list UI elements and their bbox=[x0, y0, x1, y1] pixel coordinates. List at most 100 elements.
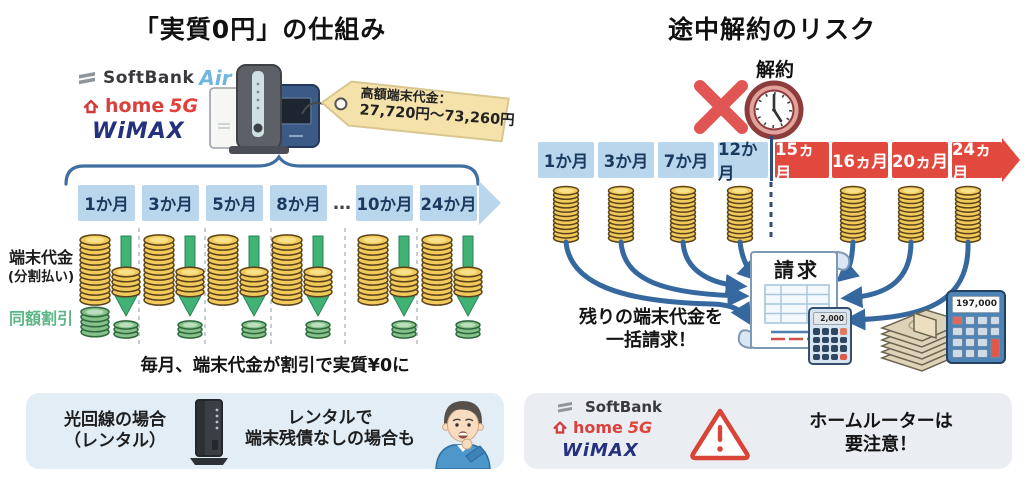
timeline-month-cell: 12か月 bbox=[718, 140, 768, 183]
timeline-month-cell: 8か月 bbox=[270, 185, 327, 221]
claim-line1: 残りの端末代金を bbox=[579, 307, 723, 328]
timeline-arrowhead-red bbox=[1002, 138, 1020, 182]
fiveg-wordmark: 5G bbox=[169, 95, 199, 117]
air-wordmark: Air bbox=[199, 66, 232, 90]
remaining-coins bbox=[552, 185, 982, 243]
money-stack-icon bbox=[879, 309, 969, 372]
coin-stack-green bbox=[80, 306, 110, 338]
coin-stack bbox=[897, 185, 925, 243]
fiber-case-line2: （レンタル） bbox=[64, 431, 166, 451]
coin-stack-green-small bbox=[455, 320, 481, 339]
home-icon bbox=[83, 99, 99, 113]
timeline-month-cell: 15ヵ月 bbox=[775, 140, 829, 183]
softbank-bars-icon bbox=[79, 72, 95, 85]
coin-stack bbox=[954, 185, 982, 243]
timeline-month-cell: 24ヵ月 bbox=[952, 140, 1002, 183]
coin-stack-short bbox=[111, 266, 141, 298]
warning-icon bbox=[690, 408, 750, 461]
onu-device-icon bbox=[190, 399, 228, 465]
right-panel-title: 途中解約のリスク bbox=[667, 15, 876, 44]
coin-stack bbox=[552, 185, 580, 243]
timeline-month-cell: 1か月 bbox=[78, 185, 135, 221]
fiber-case-line1: 光回線の場合 bbox=[64, 410, 166, 430]
router-cluster-icon bbox=[209, 64, 320, 154]
rental-note-line1: レンタルで bbox=[287, 408, 373, 428]
invoice-title: 請求 bbox=[774, 258, 820, 282]
calculator-small-screen: 2,000 bbox=[813, 312, 847, 325]
softbank-bars-icon bbox=[558, 402, 572, 413]
fiveg-wordmark: 5G bbox=[627, 418, 653, 437]
wimax-logo-small: WiMAX bbox=[562, 440, 639, 461]
coin-stack-short bbox=[239, 266, 269, 298]
calculator-small-keys bbox=[813, 328, 847, 360]
timeline-month-cell: 20ヵ月 bbox=[892, 142, 948, 178]
timeline-ellipsis: … bbox=[333, 193, 351, 214]
coin-stack-green-small bbox=[305, 320, 331, 339]
home5g-logo: home 5G bbox=[82, 95, 198, 117]
coin-stack-short bbox=[303, 266, 333, 298]
coin-stack-green-small bbox=[391, 320, 417, 339]
claim-line2: 一括請求！ bbox=[606, 330, 696, 351]
clock-icon bbox=[744, 80, 804, 140]
warning-line2: 要注意！ bbox=[845, 434, 917, 455]
installment-coins bbox=[79, 228, 483, 346]
left-note-box bbox=[26, 393, 504, 469]
coin-stack-green-small bbox=[113, 320, 139, 339]
left-caption: 毎月、端末代金が割引で実質¥0に bbox=[140, 356, 410, 376]
coin-stack-short bbox=[453, 266, 483, 298]
timeline-month-cell: 3か月 bbox=[142, 185, 199, 221]
coin-stack bbox=[839, 185, 867, 243]
wimax-wordmark: WiMAX bbox=[562, 440, 639, 461]
softbank-air-logo: SoftBank Air bbox=[76, 66, 232, 90]
timeline-month-cell: 1か月 bbox=[538, 142, 594, 178]
calculator-large-icon: 197,000 bbox=[946, 290, 1006, 364]
coin-stack-tall bbox=[143, 234, 175, 306]
wimax-wordmark: WiMAX bbox=[92, 119, 185, 144]
calculator-large-screen: 197,000 bbox=[952, 296, 1000, 313]
price-tag-icon bbox=[320, 80, 510, 143]
softbank-wordmark: SoftBank bbox=[103, 68, 195, 88]
calculator-small-icon: 2,000 bbox=[808, 307, 852, 365]
x-mark-icon bbox=[694, 80, 748, 134]
coin-stack bbox=[669, 185, 697, 243]
timeline-month-cell: 3か月 bbox=[598, 142, 654, 178]
device-cost-label: 端末代金 bbox=[8, 248, 73, 267]
brace-icon bbox=[64, 154, 480, 186]
coin-stack bbox=[607, 185, 635, 243]
timeline-month-cell: 7か月 bbox=[658, 142, 714, 178]
timeline-arrowhead-blue bbox=[479, 181, 501, 225]
coin-stack-tall bbox=[207, 234, 239, 306]
timeline-month-cell: 5か月 bbox=[206, 185, 263, 221]
softbank-logo-small: SoftBank bbox=[556, 398, 662, 416]
person-icon bbox=[435, 401, 491, 469]
installment-label: (分割払い) bbox=[7, 269, 75, 285]
calculator-large-keys bbox=[952, 316, 1000, 358]
wimax-logo: WiMAX bbox=[92, 119, 185, 144]
softbank-wordmark: SoftBank bbox=[585, 398, 663, 416]
home-icon bbox=[553, 421, 567, 434]
cancel-point-line bbox=[770, 136, 773, 181]
warning-text: ホームルーターは 要注意！ bbox=[766, 410, 996, 456]
coin-stack bbox=[726, 185, 754, 243]
cancel-label: 解約 bbox=[755, 59, 794, 81]
coin-stack-green-small bbox=[241, 320, 267, 339]
coin-stack-tall bbox=[421, 234, 453, 306]
home5g-logo-small: home 5G bbox=[552, 418, 652, 437]
coin-stack-short bbox=[175, 266, 205, 298]
coin-stack-tall bbox=[357, 234, 389, 306]
fiber-case-text: 光回線の場合 （レンタル） bbox=[40, 410, 190, 452]
rental-note-text: レンタルで 端末残債なしの場合も bbox=[240, 408, 420, 450]
claim-text: 残りの端末代金を 一括請求！ bbox=[566, 306, 736, 352]
price-tag: 高額端末代金： 27,720円～73,260円 bbox=[316, 71, 520, 149]
coin-stack-tall bbox=[271, 234, 303, 306]
timeline-month-cell: 10か月 bbox=[356, 185, 413, 221]
home-wordmark: home bbox=[573, 418, 623, 437]
right-note-box bbox=[524, 393, 1012, 469]
warning-line1: ホームルーターは bbox=[809, 411, 953, 432]
home-wordmark: home bbox=[105, 95, 165, 117]
coin-stack-tall bbox=[79, 234, 111, 306]
left-panel-title: 「実質0円」の仕組み bbox=[133, 15, 387, 44]
same-discount-label: 同額割引 bbox=[8, 309, 73, 328]
coin-stack-green-small bbox=[177, 320, 203, 339]
